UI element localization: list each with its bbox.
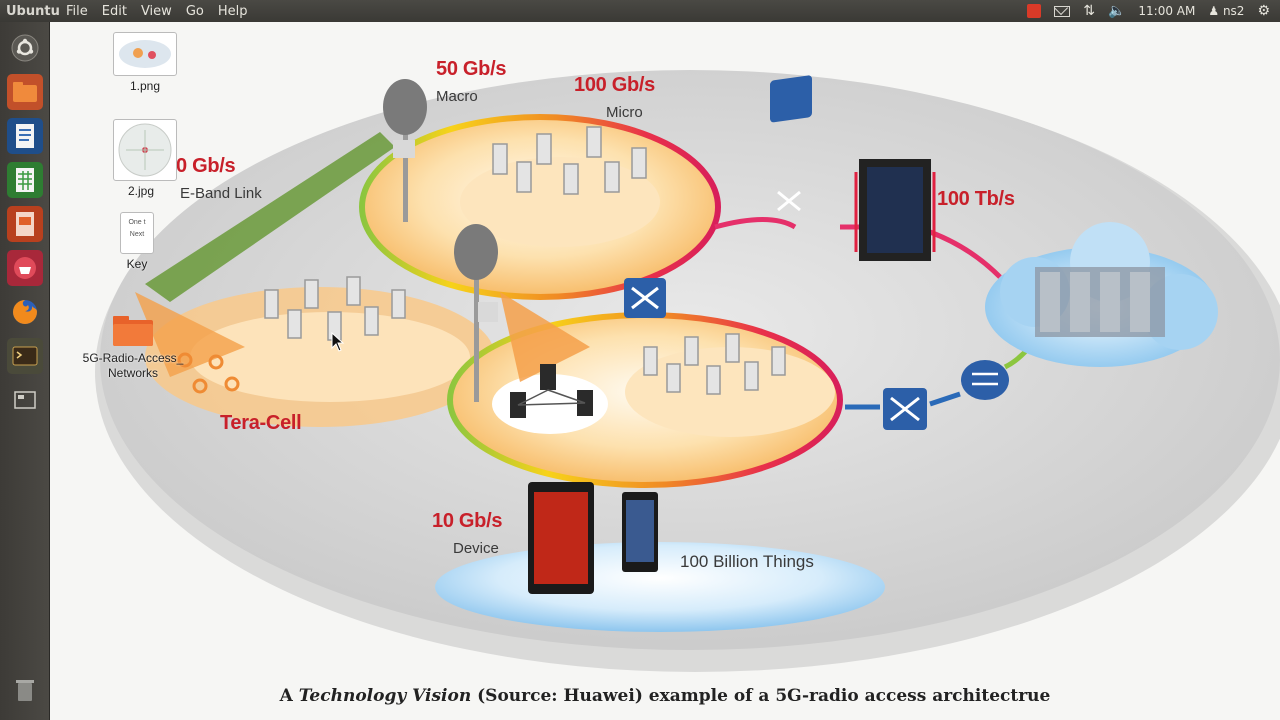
dash-home-button[interactable] xyxy=(7,30,43,66)
writer-button[interactable] xyxy=(7,118,43,154)
switch-node-2 xyxy=(624,278,666,318)
figure-caption: A Technology Vision (Source: Huawei) exa… xyxy=(50,686,1280,706)
text-file-icon: One t Next xyxy=(120,212,154,254)
micro-speed-label: 100 Gb/s xyxy=(574,74,655,96)
document-icon xyxy=(16,124,34,148)
things-label: 100 Billion Things xyxy=(680,552,814,571)
backhaul-links xyxy=(714,217,1043,410)
menu-go[interactable]: Go xyxy=(185,3,204,19)
caption-prefix: A xyxy=(279,686,299,706)
cloud-datacenter xyxy=(985,222,1218,367)
mouse-cursor-icon xyxy=(331,332,345,352)
desktop-icon-label: Key xyxy=(126,257,148,271)
terminal-button[interactable] xyxy=(7,338,43,374)
user-name: ns2 xyxy=(1222,4,1245,18)
small-cells-upper xyxy=(492,126,647,195)
core-speed-label: 100 Tb/s xyxy=(937,188,1015,210)
macro-tower-upper xyxy=(383,79,427,222)
top-panel: Ubuntu File Edit View Go Help ⇅ 🔈 11:00 … xyxy=(0,0,1280,22)
clock[interactable]: 11:00 AM xyxy=(1138,4,1196,18)
user-menu[interactable]: ♟ ns2 xyxy=(1208,4,1244,18)
terminal-icon xyxy=(12,346,38,366)
indicator-area: ⇅ 🔈 11:00 AM ♟ ns2 ⚙ xyxy=(1027,4,1280,18)
files-button[interactable] xyxy=(7,74,43,110)
key-thumb-line: Next xyxy=(129,231,145,238)
volume-icon[interactable]: 🔈 xyxy=(1107,3,1126,19)
firefox-icon xyxy=(13,300,37,324)
macro-label: Macro xyxy=(436,88,478,105)
desktop-icon-label: 1.png xyxy=(129,79,161,93)
calc-button[interactable] xyxy=(7,162,43,198)
alert-icon[interactable] xyxy=(1027,4,1042,18)
launcher xyxy=(0,22,50,720)
software-center-icon xyxy=(14,257,36,279)
firefox-button[interactable] xyxy=(7,294,43,330)
menu-bar: File Edit View Go Help xyxy=(66,4,247,19)
router-node xyxy=(961,360,1009,400)
workspaces-button[interactable] xyxy=(7,382,43,418)
micro-label: Micro xyxy=(606,104,643,121)
workspace-switcher-icon xyxy=(14,391,36,409)
key-thumb-line: One t xyxy=(128,219,146,226)
spreadsheet-icon xyxy=(16,168,34,192)
menu-help[interactable]: Help xyxy=(217,3,248,19)
app-title: Ubuntu xyxy=(6,3,60,19)
tera-cell xyxy=(135,287,495,427)
gear-icon[interactable]: ⚙ xyxy=(1257,3,1270,19)
desktop-icon-folder[interactable]: 5G-Radio-Access_ Networks xyxy=(78,314,188,381)
trash-button[interactable] xyxy=(7,672,43,708)
caption-rest: (Source: Huawei) example of a 5G-radio a… xyxy=(471,686,1051,706)
switch-node-1 xyxy=(770,75,812,212)
image-thumbnail-icon xyxy=(113,32,177,76)
desktop-icon-png[interactable]: 1.png xyxy=(110,32,180,93)
ubuntu-logo-icon xyxy=(11,34,39,62)
desktop-icon-label: 5G-Radio-Access_ Networks xyxy=(82,351,184,380)
core-router-chip xyxy=(854,159,936,261)
eband-label: E-Band Link xyxy=(180,185,262,202)
folder-icon xyxy=(113,316,153,346)
software-center-button[interactable] xyxy=(7,250,43,286)
device-label: Device xyxy=(453,540,499,557)
desktop-icon-key[interactable]: One t Next Key xyxy=(112,212,162,271)
architecture-diagram xyxy=(95,70,1280,672)
switch-node-3 xyxy=(883,388,927,430)
mail-icon[interactable] xyxy=(1054,5,1071,17)
eband-speed-label: 0 Gb/s xyxy=(176,155,236,177)
small-cells-lower xyxy=(643,333,786,395)
menu-view[interactable]: View xyxy=(140,3,172,19)
impress-button[interactable] xyxy=(7,206,43,242)
menu-edit[interactable]: Edit xyxy=(101,3,127,19)
caption-italic: Technology Vision xyxy=(298,686,472,706)
macro-tower-lower xyxy=(454,224,498,402)
menu-file[interactable]: File xyxy=(66,3,88,19)
user-icon: ♟ xyxy=(1208,4,1220,18)
image-thumbnail-icon xyxy=(113,119,177,181)
desktop-icon-label: 2.jpg xyxy=(128,184,155,198)
device-area xyxy=(435,482,885,632)
d2d-devices xyxy=(510,364,593,418)
desktop: 50 Gb/s Macro 100 Gb/s Micro 0 Gb/s E-Ba… xyxy=(50,22,1280,720)
folder-icon xyxy=(13,82,37,102)
presentation-icon xyxy=(16,212,34,236)
network-icon[interactable]: ⇅ xyxy=(1083,3,1095,19)
eband-beam xyxy=(145,132,395,302)
trash-icon xyxy=(16,680,34,701)
tera-cell-label: Tera-Cell xyxy=(220,412,302,434)
desktop-icon-jpg[interactable]: 2.jpg xyxy=(110,119,180,198)
device-speed-label: 10 Gb/s xyxy=(432,510,503,532)
macro-speed-label: 50 Gb/s xyxy=(436,58,507,80)
